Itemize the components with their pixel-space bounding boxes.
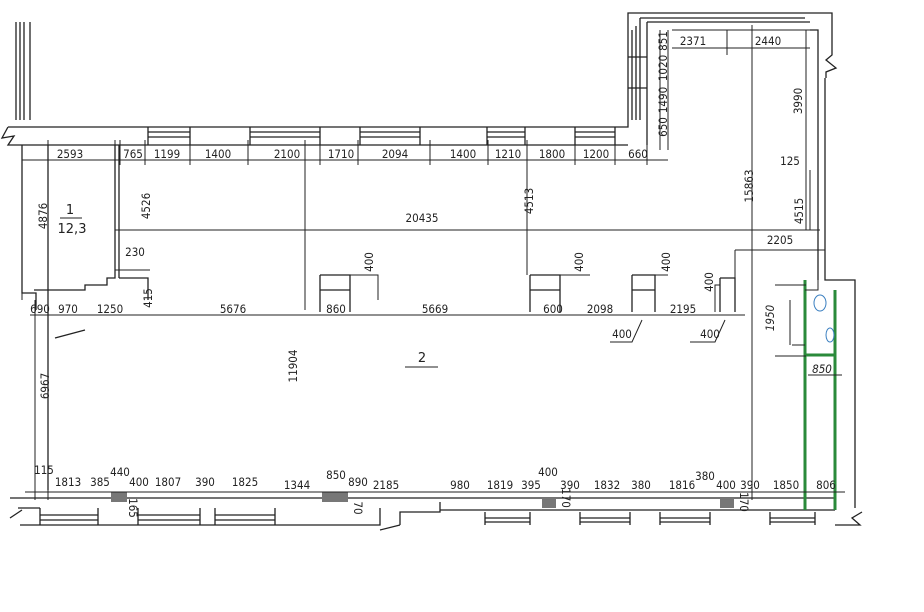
dimension-label: 1807 <box>155 475 181 489</box>
dimension-label: 400 <box>362 252 376 272</box>
dimension-label: 1832 <box>594 478 620 492</box>
dimension-label: 851 <box>656 31 670 51</box>
room-2-number: 2 <box>418 351 426 366</box>
dimension-label: 806 <box>816 478 836 492</box>
dimension-label: 115 <box>34 463 54 477</box>
dimension-label: 170 <box>737 492 751 512</box>
dimension-label: 20435 <box>406 211 439 225</box>
dimension-label: 2098 <box>587 302 613 316</box>
dimension-label: 400 <box>129 475 149 489</box>
sink-icon <box>825 327 835 343</box>
dimension-label: 1819 <box>487 478 513 492</box>
dimension-label: 400 <box>572 252 586 272</box>
dimension-label: 11904 <box>286 350 300 383</box>
dimension-label: 230 <box>125 245 145 259</box>
dimension-label: 390 <box>560 478 580 492</box>
dimension-label: 1800 <box>539 147 565 161</box>
dimension-label: 850 <box>812 362 832 376</box>
dimension-label: 70 <box>351 501 365 514</box>
dimension-label: 1816 <box>669 478 695 492</box>
dimension-label: 1710 <box>328 147 354 161</box>
dimension-label: 650 <box>656 117 670 137</box>
dimension-label: 890 <box>348 475 368 489</box>
dimension-label: 1200 <box>583 147 609 161</box>
dimension-label: 4515 <box>792 198 806 224</box>
dimension-label: 1950 <box>763 304 777 331</box>
dimension-label: 6967 <box>38 373 52 399</box>
dimension-label: 400 <box>716 478 736 492</box>
dimension-label: 440 <box>110 465 130 479</box>
dimension-label: 15863 <box>742 170 756 203</box>
room-labels: 1 12,3 2 <box>58 203 438 368</box>
dimension-label: 415 <box>141 288 155 308</box>
dimension-label: 2185 <box>373 478 399 492</box>
dimension-label: 850 <box>326 468 346 482</box>
dimension-label: 400 <box>702 272 716 292</box>
dimension-label: 4513 <box>522 188 536 214</box>
dimension-label: 980 <box>450 478 470 492</box>
dimension-label: 4876 <box>36 203 50 229</box>
dimension-label: 1020 <box>656 55 670 81</box>
dimension-label: 400 <box>659 252 673 272</box>
walls <box>0 12 863 531</box>
dimension-label: 385 <box>90 475 110 489</box>
dimension-label: 690 <box>30 302 50 316</box>
dimension-label: 1400 <box>450 147 476 161</box>
dimension-label: 400 <box>700 327 720 341</box>
dimension-label: 390 <box>195 475 215 489</box>
dimension-label: 400 <box>612 327 632 341</box>
dimension-label: 1850 <box>773 478 799 492</box>
dimension-label: 165 <box>126 498 140 518</box>
dimension-label: 970 <box>58 302 78 316</box>
dimension-label: 125 <box>780 154 800 168</box>
dimension-label: 1813 <box>55 475 81 489</box>
room-1-number: 1 <box>66 203 74 218</box>
dimension-label: 2205 <box>767 233 793 247</box>
dimension-label: 2100 <box>274 147 300 161</box>
dimension-label: 2195 <box>670 302 696 316</box>
bathroom <box>792 280 837 510</box>
dimension-lines <box>21 25 845 500</box>
dimension-label: 2371 <box>680 34 706 48</box>
dimension-label: 3990 <box>791 88 805 114</box>
dimension-label: 1210 <box>495 147 521 161</box>
dimension-label: 400 <box>538 465 558 479</box>
dimension-label: 170 <box>559 488 573 508</box>
dimension-label: 1250 <box>97 302 123 316</box>
dimension-label: 1825 <box>232 475 258 489</box>
dimension-label: 5676 <box>220 302 246 316</box>
hatched-columns <box>111 492 734 508</box>
dimension-label: 380 <box>631 478 651 492</box>
dimension-label: 2094 <box>382 147 408 161</box>
dimension-label: 1344 <box>284 478 310 492</box>
dimension-label: 380 <box>695 469 715 483</box>
dimension-label: 4526 <box>139 193 153 219</box>
dimension-label: 390 <box>740 478 760 492</box>
dimension-label: 1400 <box>205 147 231 161</box>
dimension-label: 600 <box>543 302 563 316</box>
dimension-label: 2440 <box>755 34 781 48</box>
room-1-area: 12,3 <box>58 222 87 237</box>
dimension-label: 860 <box>326 302 346 316</box>
dimension-label: 395 <box>521 478 541 492</box>
toilet-icon <box>813 294 827 312</box>
dimension-label: 765 <box>123 147 143 161</box>
dimension-label: 5669 <box>422 302 448 316</box>
dimension-label: 660 <box>628 147 648 161</box>
dimension-label: 1490 <box>656 87 670 113</box>
dimension-label: 1199 <box>154 147 180 161</box>
dimension-label: 2593 <box>57 147 83 161</box>
